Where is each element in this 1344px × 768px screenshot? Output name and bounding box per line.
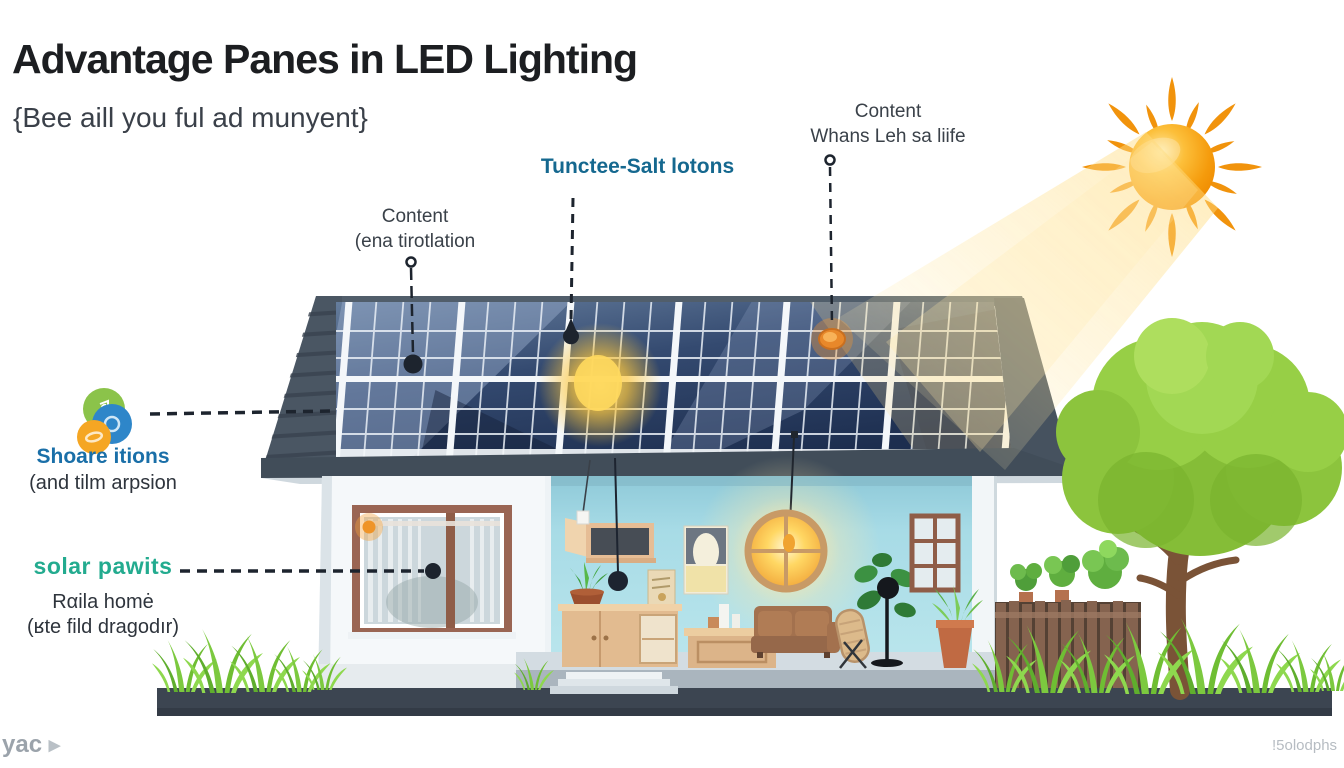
- share-heading: Shoare itions: [36, 445, 170, 468]
- panel-indicator-dot: [811, 318, 853, 360]
- callout-text: Whans Leh sa liife: [810, 126, 966, 147]
- callout-share: Shoare itions (and tilm arpsion: [8, 444, 198, 496]
- fence-plants: [1010, 540, 1129, 604]
- watermark-text: yac: [2, 731, 43, 758]
- page-title: Advantage Panes in LED Lighting: [12, 36, 638, 82]
- callout-line-roof-right: [828, 166, 834, 327]
- pendant-cord: [614, 457, 619, 573]
- watermark-bottom-right: !5olodphs: [1272, 737, 1338, 754]
- callout-text: (ena tirotlation: [354, 231, 476, 252]
- candle: [719, 604, 729, 631]
- front-steps: [550, 672, 678, 694]
- interior-furniture: [558, 431, 983, 669]
- sun-beam: [838, 132, 1218, 470]
- callout-roof-right: Content Whans Leh sa liife: [793, 99, 983, 149]
- callout-line-share: [149, 409, 334, 416]
- callout-solar: solar pawits Rαila homė (ʁte fild dragod…: [8, 554, 198, 640]
- white-pendant-light: [576, 510, 590, 525]
- interior-window: [909, 513, 961, 593]
- wall-poster: [683, 525, 729, 595]
- potted-plant: [932, 585, 983, 668]
- rattan-chair: [835, 608, 870, 669]
- tree: [1056, 318, 1344, 700]
- callout-roof-center: Tunctee-Salt lotons: [540, 155, 735, 178]
- tv-screen: [591, 528, 649, 555]
- callout-dot-icons: [403, 318, 579, 579]
- callout-text: Content: [381, 206, 449, 227]
- round-pendant-light: [732, 431, 840, 605]
- solar-subtext: Rαila homė: [52, 591, 154, 613]
- wall-hanging: [647, 569, 676, 608]
- solar-subtext: (ʁte fild dragodır): [26, 616, 179, 638]
- page-subtitle: {Bee aill you ful ad munyent}: [13, 102, 368, 133]
- callout-dot-panel-center: [562, 318, 579, 345]
- callout-text: Content: [854, 101, 922, 122]
- pendant-bulb-icon: [608, 571, 628, 591]
- callout-marker-circle: [824, 154, 836, 166]
- floor-plant-lamp: [854, 552, 916, 667]
- share-subtext: (and tilm arpsion: [29, 472, 177, 494]
- roof-left-band: [261, 296, 342, 474]
- callout-dot-panel-left: [403, 354, 423, 374]
- pendant-cord: [582, 459, 591, 514]
- solar-heading: solar pawits: [33, 553, 173, 579]
- house: [318, 431, 997, 690]
- tree-canopy: [1056, 318, 1344, 556]
- bulb: [783, 534, 795, 552]
- callout-marker-circle: [405, 256, 417, 268]
- callout-dot-window: [425, 563, 441, 579]
- plant-lamp-ball: [877, 577, 899, 599]
- lower-cabinet: [558, 604, 682, 667]
- share-circles-icon: [77, 388, 132, 454]
- callout-roof-left: Content (ena tirotlation: [330, 204, 500, 254]
- cabinet-side: [565, 518, 588, 557]
- roof-eave: [261, 448, 1072, 478]
- small-vase: [708, 617, 719, 631]
- callout-line-roof-left: [409, 267, 415, 355]
- callout-connectors: [149, 154, 836, 573]
- candle: [732, 614, 740, 631]
- play-arrow-icon: ▶: [48, 737, 61, 754]
- watermark-bottom-left: yac ▶: [2, 731, 60, 759]
- callout-line-roof-center: [569, 197, 575, 321]
- sofa: [751, 606, 840, 658]
